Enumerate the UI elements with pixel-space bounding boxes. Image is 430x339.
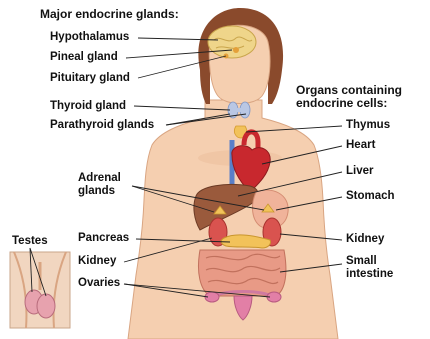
label-stomach: Stomach xyxy=(346,190,395,203)
label-kidney-right: Kidney xyxy=(346,233,384,246)
label-ovaries: Ovaries xyxy=(78,277,120,290)
testes-inset xyxy=(10,252,70,328)
brain xyxy=(208,26,256,59)
left-heading: Major endocrine glands: xyxy=(40,8,179,21)
label-heart: Heart xyxy=(346,139,375,152)
intestines xyxy=(198,250,285,296)
label-parathyroid-glands: Parathyroid glands xyxy=(50,119,154,132)
label-adrenal-glands: Adrenal glands xyxy=(78,172,136,198)
label-pineal-gland: Pineal gland xyxy=(50,51,118,64)
label-testes: Testes xyxy=(12,235,48,248)
right-heading: Organs containing endocrine cells: xyxy=(296,84,421,110)
body-silhouette xyxy=(128,100,338,339)
label-thymus: Thymus xyxy=(346,119,390,132)
label-thyroid-gland: Thyroid gland xyxy=(50,100,126,113)
label-hypothalamus: Hypothalamus xyxy=(50,31,129,44)
label-pituitary-gland: Pituitary gland xyxy=(50,72,130,85)
label-pancreas: Pancreas xyxy=(78,232,129,245)
label-kidney-left: Kidney xyxy=(78,255,116,268)
label-liver: Liver xyxy=(346,165,374,178)
label-small-intestine: Small intestine xyxy=(346,255,408,281)
